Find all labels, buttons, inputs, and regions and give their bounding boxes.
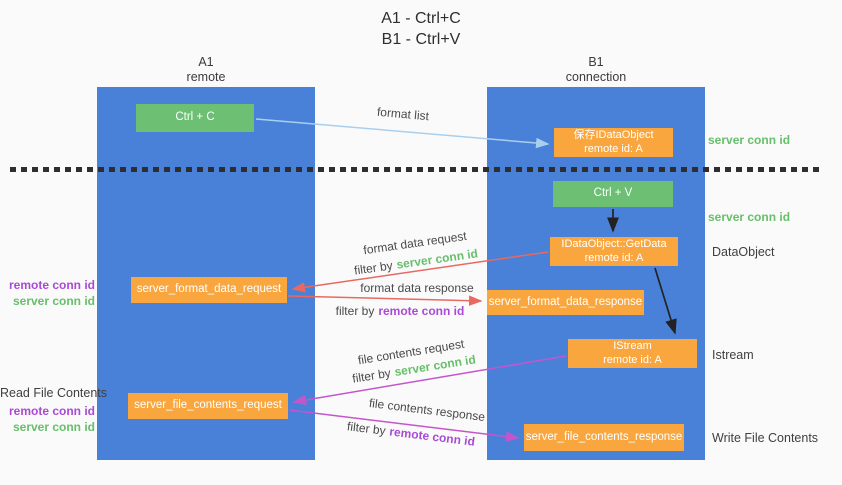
- read-file-contents-label: Read File Contents: [0, 386, 108, 400]
- format-list-label: format list: [376, 104, 430, 124]
- write-file-contents-label: Write File Contents: [712, 431, 819, 445]
- filter-by-text: filter by: [346, 419, 387, 438]
- column-header-a1: A1 remote: [97, 55, 315, 85]
- arrow-format-data-response: [287, 295, 483, 306]
- title-line-2: B1 - Ctrl+V: [381, 31, 461, 48]
- save-idataobject-line1: 保存IDataObject: [573, 129, 654, 141]
- server-file-contents-response-label: server_file_contents_response: [525, 430, 683, 443]
- column-a1-name: A1: [198, 55, 214, 69]
- server-file-contents-request-label: server_file_contents_request: [134, 399, 282, 412]
- left-server-conn-id-format: server conn id: [12, 294, 95, 308]
- left-server-conn-id-file: server conn id: [12, 420, 95, 434]
- server-format-data-request-box: server_format_data_request: [131, 277, 287, 303]
- server-format-data-response-box: server_format_data_response: [487, 290, 644, 315]
- title-line-1: A1 - Ctrl+C: [381, 10, 461, 27]
- server-file-contents-request-box: server_file_contents_request: [128, 393, 288, 419]
- file-contents-response-label: file contents response: [368, 395, 486, 425]
- diagram-title: A1 - Ctrl+C B1 - Ctrl+V: [0, 8, 842, 50]
- format-data-response-label: format data response: [360, 281, 474, 295]
- dataobject-label: DataObject: [712, 245, 775, 259]
- ctrl-c-label: Ctrl + C: [175, 111, 215, 124]
- ctrl-v-label: Ctrl + V: [593, 187, 633, 200]
- right-server-conn-id-top: server conn id: [708, 133, 791, 147]
- istream-side-label: Istream: [712, 348, 754, 362]
- istream-box: IStream remote id: A: [568, 339, 697, 368]
- ctrl-c-box: Ctrl + C: [136, 104, 254, 132]
- getdata-line1: IDataObject::GetData: [561, 238, 667, 250]
- istream-line1: IStream: [613, 340, 652, 352]
- dashed-separator: [10, 167, 822, 172]
- remote-conn-id-text: remote conn id: [388, 424, 476, 449]
- left-remote-conn-id-format: remote conn id: [8, 278, 95, 292]
- remote-conn-id-text: remote conn id: [378, 304, 465, 318]
- ctrl-v-box: Ctrl + V: [553, 181, 673, 207]
- save-idataobject-box: 保存IDataObject remote id: A: [554, 128, 673, 157]
- filter-by-text: filter by: [335, 304, 375, 318]
- save-idataobject-line2: remote id: A: [584, 142, 643, 155]
- filter-by-text: filter by: [353, 258, 394, 278]
- column-a1-subtitle: remote: [186, 70, 226, 84]
- server-file-contents-response-box: server_file_contents_response: [524, 424, 684, 451]
- getdata-line2: remote id: A: [584, 251, 644, 264]
- right-server-conn-id-mid: server conn id: [708, 210, 791, 224]
- server-format-data-request-label: server_format_data_request: [136, 283, 282, 296]
- column-header-b1: B1 connection: [487, 55, 705, 85]
- getdata-box: IDataObject::GetData remote id: A: [550, 237, 678, 266]
- column-b1-name: B1: [588, 55, 604, 69]
- istream-line2: remote id: A: [603, 353, 662, 366]
- left-remote-conn-id-file: remote conn id: [8, 404, 95, 418]
- column-b1-subtitle: connection: [565, 70, 627, 84]
- filter-by-text: filter by: [351, 365, 392, 386]
- server-format-data-response-label: server_format_data_response: [488, 295, 643, 308]
